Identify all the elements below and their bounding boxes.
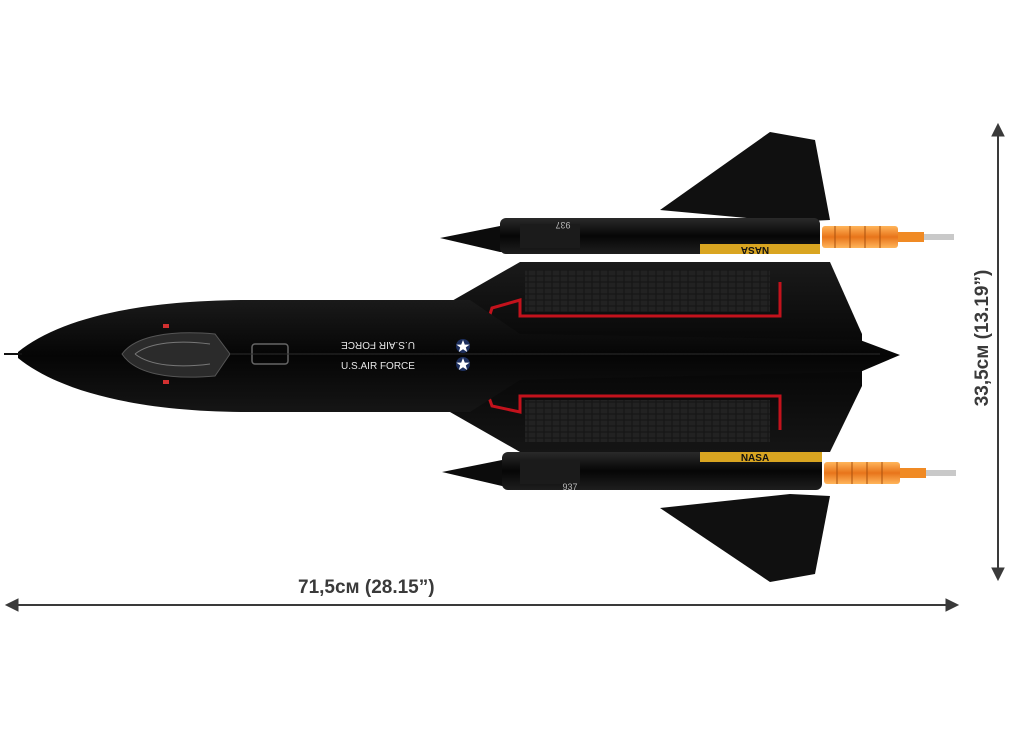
lower-wing-panel	[525, 400, 770, 442]
upper-afterburner	[822, 226, 954, 248]
roundel-upper	[456, 339, 470, 353]
lower-red-trim	[483, 385, 782, 430]
fuselage-text-lower: U.S.AIR FORCE	[341, 361, 415, 372]
upper-wing-panel	[525, 270, 770, 312]
engine-number-lower: 937	[562, 482, 577, 492]
upper-red-trim	[483, 282, 782, 331]
red-light	[163, 380, 169, 384]
tail-code-upper: NASA	[741, 244, 769, 255]
lower-engine-nacelle: 937 NASA	[442, 452, 822, 492]
width-dimension-line	[4, 598, 960, 612]
lower-afterburner	[824, 462, 956, 484]
upper-tail-fin	[660, 132, 830, 222]
canopy-frame	[134, 341, 211, 367]
lower-tail-fin	[660, 494, 830, 582]
engine-number-upper: 937	[555, 220, 570, 230]
width-dimension-label: 71,5см (28.15”)	[298, 577, 435, 598]
fuselage	[18, 300, 900, 412]
roundel-lower	[456, 357, 470, 371]
upper-engine-nacelle: 937 NASA	[440, 218, 820, 255]
height-dimension-line	[991, 122, 1005, 582]
red-light	[163, 324, 169, 328]
fuselage-text-upper: U.S.AIR FORCE	[341, 339, 415, 350]
tail-code-lower: NASA	[741, 453, 769, 464]
height-dimension-label: 33,5см (13.19”)	[972, 269, 993, 407]
